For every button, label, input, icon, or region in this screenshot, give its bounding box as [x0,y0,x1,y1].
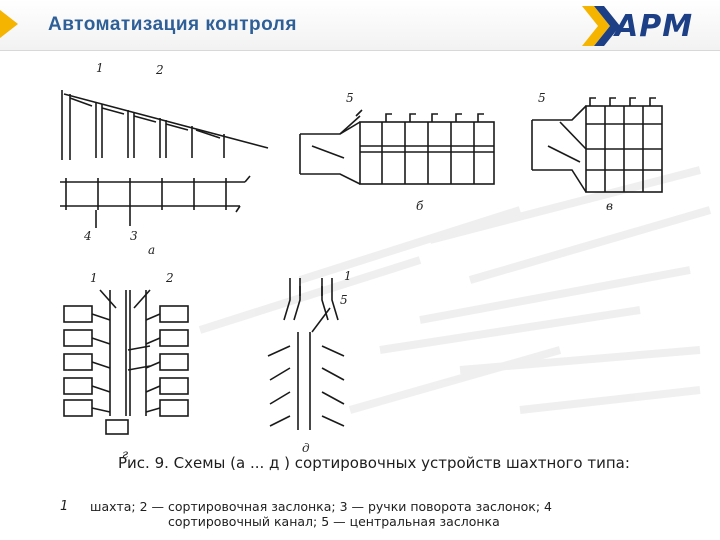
caption-number: 1 [60,499,69,514]
label-a-1: 1 [96,61,104,75]
label-g-1: 1 [90,271,98,285]
label-v: в [606,199,613,213]
arm-logo: АРМ [580,4,716,48]
label-d: д [302,441,310,455]
figure-labels: 1 2 3 4 а 5 б 5 в 1 2 г 1 5 д [83,61,613,461]
scheme-g [63,289,189,435]
slide-title: Автоматизация контроля [48,14,297,35]
label-g-2: 2 [165,271,174,285]
logo-text: АРМ [615,9,694,44]
label-b: б [416,199,424,213]
scheme-d [267,278,345,430]
label-a-3: 3 [130,229,138,243]
caption-title: Рис. 9. Схемы (а ... д ) сортировочных у… [118,454,630,472]
caption-line-2: сортировочный канал; 5 — центральная зас… [168,514,500,529]
caption-line-1: шахта; 2 — сортировочная заслонка; 3 — р… [90,499,552,514]
slide-header: Автоматизация контроля АРМ [0,0,720,51]
label-a-2: 2 [155,63,164,77]
label-b-5: 5 [346,91,354,105]
logo-chevron-icon [582,6,620,46]
scheme-b [299,109,495,185]
scheme-a [60,90,269,228]
background-decoration [198,166,712,414]
sorting-devices-figure: 1 2 3 4 а 5 б 5 в 1 2 г 1 5 д [60,61,663,461]
label-d-5: 5 [340,293,348,307]
label-v-5: 5 [538,91,546,105]
label-d-1: 1 [344,269,352,283]
scheme-v [531,97,663,193]
header-arrow-icon [0,10,18,38]
label-a: а [148,243,155,257]
label-a-4: 4 [83,229,92,243]
label-g: г [122,447,128,461]
